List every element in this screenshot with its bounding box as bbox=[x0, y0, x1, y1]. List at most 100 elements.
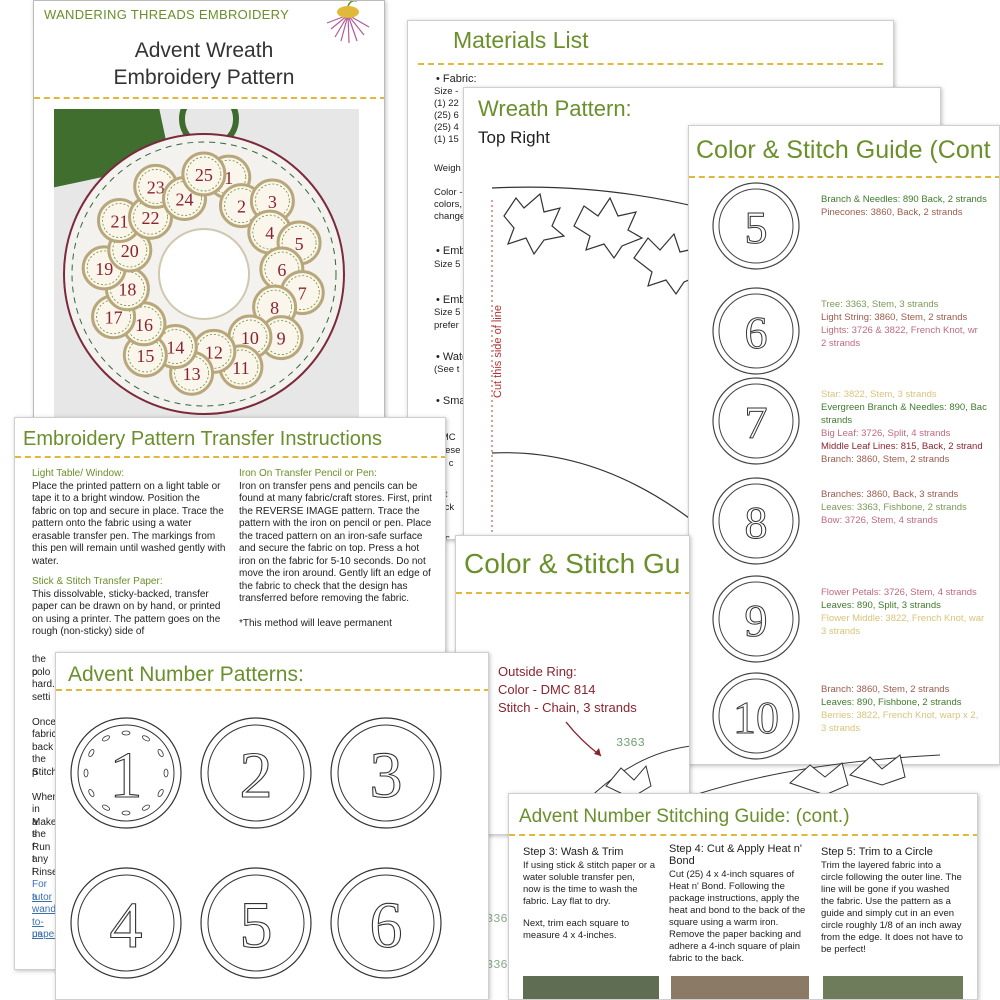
ring-color: Color - DMC 814 bbox=[498, 682, 596, 697]
materials-line: (25) 6 bbox=[434, 110, 459, 121]
step3-photo bbox=[523, 976, 659, 999]
disc-number: 9 bbox=[745, 595, 768, 646]
guide-entry-line: 2 strands bbox=[821, 338, 861, 349]
step4-text: Cut (25) 4 x 4-inch squares of Heat n' B… bbox=[669, 869, 806, 964]
wreath-disc-number: 20 bbox=[121, 241, 139, 261]
brand-name: WANDERING THREADS EMBROIDERY bbox=[44, 7, 290, 22]
guide-main-divider bbox=[456, 592, 689, 594]
step3-text: If using stick & stitch paper or a water… bbox=[523, 860, 656, 907]
guide-entry-line: Pinecones: 3860, Back, 2 strands bbox=[821, 207, 963, 218]
materials-line: colors, bbox=[434, 199, 462, 210]
transfer-fragment: Stitch bbox=[32, 766, 58, 778]
tutorial-link[interactable]: For a bbox=[32, 879, 47, 903]
wreath-disc: 25 bbox=[181, 151, 227, 197]
materials-line: (See t bbox=[434, 364, 460, 375]
number-disc-icon: 6 bbox=[712, 287, 800, 375]
light-table-heading: Light Table/ Window: bbox=[32, 468, 125, 479]
coneflower-icon bbox=[326, 1, 370, 44]
wreath-title: Wreath Pattern: bbox=[478, 96, 632, 121]
wreath-disc-number: 9 bbox=[277, 329, 286, 349]
stick-stitch-heading: Stick & Stitch Transfer Paper: bbox=[32, 576, 163, 587]
disc-number: 10 bbox=[733, 692, 779, 743]
tutorial-link[interactable]: tutor bbox=[32, 891, 53, 903]
stitching-page: Advent Number Stitching Guide: (cont.) S… bbox=[508, 793, 978, 1000]
wreath-disc-number: 21 bbox=[110, 212, 128, 232]
materials-line: Size - bbox=[434, 86, 459, 97]
iron-on-text: Iron on transfer pens and pencils can be… bbox=[239, 480, 432, 605]
transfer-fragment: fabric bbox=[32, 729, 57, 740]
transfer-divider bbox=[15, 456, 445, 458]
side-code-1: 336 bbox=[486, 912, 508, 926]
ring-stitch: Stitch - Chain, 3 strands bbox=[498, 700, 637, 715]
step4-photo bbox=[671, 976, 809, 999]
iron-on-heading: Iron On Transfer Pencil or Pen: bbox=[239, 468, 377, 479]
guide-entry-line: Lights: 3726 & 3822, French Knot, wr bbox=[821, 325, 978, 336]
materials-line: (1) 15 bbox=[434, 134, 459, 145]
transfer-title: Embroidery Pattern Transfer Instructions bbox=[23, 428, 383, 450]
guide-entry-line: Leaves: 890, Fishbone, 2 strands bbox=[821, 697, 962, 708]
disc-number: 6 bbox=[745, 307, 768, 358]
guide-entry-line: Evergreen Branch & Needles: 890, Bac bbox=[821, 402, 987, 413]
advent-disc-number: 6 bbox=[370, 889, 403, 962]
guide-entry-line: 3 strands bbox=[821, 723, 861, 734]
wreath-disc-number: 17 bbox=[105, 308, 123, 328]
guide-entry-line: Tree: 3363, Stem, 3 strands bbox=[821, 299, 939, 310]
number-disc-icon: 10 bbox=[712, 672, 800, 760]
materials-divider bbox=[418, 63, 883, 65]
transfer-fragment: hard. bbox=[32, 679, 55, 690]
step3-text2: Next, trim each square to measure 4 x 4-… bbox=[523, 918, 630, 941]
materials-line: Color - bbox=[434, 187, 463, 198]
guide-entry-line: Branch: 3860, Stem, 2 strands bbox=[821, 684, 950, 695]
wreath-disc-number: 22 bbox=[142, 208, 160, 228]
tutorial-link[interactable]: wand bbox=[32, 904, 56, 915]
wreath-disc-number: 13 bbox=[183, 364, 201, 384]
wreath-disc-number: 11 bbox=[232, 358, 249, 378]
advent-disc: 3 bbox=[330, 717, 442, 829]
wreath-disc-number: 19 bbox=[95, 259, 113, 279]
number-disc-icon: 9 bbox=[712, 575, 800, 663]
advent-disc-number: 4 bbox=[110, 889, 143, 962]
wreath-disc-number: 10 bbox=[241, 328, 259, 348]
stick-stitch-text: This dissolvable, sticky-backed, transfe… bbox=[32, 588, 221, 638]
step3-title: Step 3: Wash & Trim bbox=[523, 846, 624, 858]
number-disc-icon: 7 bbox=[712, 377, 800, 465]
materials-line: change bbox=[434, 211, 466, 222]
advent-disc: 5 bbox=[200, 867, 312, 979]
step3: Step 3: Wash & Trim If using stick & sti… bbox=[523, 846, 655, 942]
advent-disc-number: 1 bbox=[110, 739, 143, 812]
advent-disc-number: 3 bbox=[370, 739, 403, 812]
transfer-col2: Iron On Transfer Pencil or Pen: Iron on … bbox=[239, 468, 437, 630]
advent-numbers-divider bbox=[56, 689, 488, 691]
materials-title: Materials List bbox=[453, 27, 589, 53]
light-table-text: Place the printed pattern on a light tab… bbox=[32, 480, 226, 567]
guide-entry-line: Light String: 3860, Stem, 2 strands bbox=[821, 312, 968, 323]
stitching-title: Advent Number Stitching Guide: (cont.) bbox=[519, 806, 850, 827]
wreath-disc-number: 16 bbox=[135, 315, 153, 335]
wreath-disc-number: 15 bbox=[136, 346, 154, 366]
guide-entry-line: Leaves: 3363, Fishbone, 2 strands bbox=[821, 502, 967, 513]
tutorial-link[interactable]: to-us bbox=[32, 916, 44, 941]
guide-entry-line: 3 strands bbox=[821, 626, 861, 637]
materials-line: • Embr bbox=[436, 245, 470, 257]
permanent-note: *This method will leave permanent bbox=[239, 617, 392, 629]
cover-page: WANDERING THREADS EMBROIDERY Advent Wrea… bbox=[33, 0, 385, 420]
transfer-col1: Light Table/ Window: Place the printed p… bbox=[32, 468, 227, 639]
wreath-disc-number: 4 bbox=[265, 223, 274, 243]
code-label: 3363 bbox=[616, 736, 645, 750]
materials-line: • Wate bbox=[436, 351, 469, 363]
disc-number: 8 bbox=[745, 497, 768, 548]
disc-number: 5 bbox=[745, 202, 768, 253]
tutorial-link[interactable]: paper bbox=[32, 929, 58, 940]
materials-line: Size 5 bbox=[434, 259, 461, 270]
materials-line: • Fabric: bbox=[436, 73, 477, 85]
cover-divider bbox=[34, 97, 384, 99]
wreath-disc-number: 3 bbox=[268, 192, 277, 212]
guide-entry-line: Branches: 3860, Back, 3 strands bbox=[821, 489, 959, 500]
transfer-fragment: Rinse bbox=[32, 866, 58, 878]
wreath-disc-number: 18 bbox=[118, 280, 136, 300]
guide-entry-line: Leaves: 890, Split, 3 strands bbox=[821, 600, 941, 611]
transfer-fragment: any l bbox=[32, 854, 49, 878]
